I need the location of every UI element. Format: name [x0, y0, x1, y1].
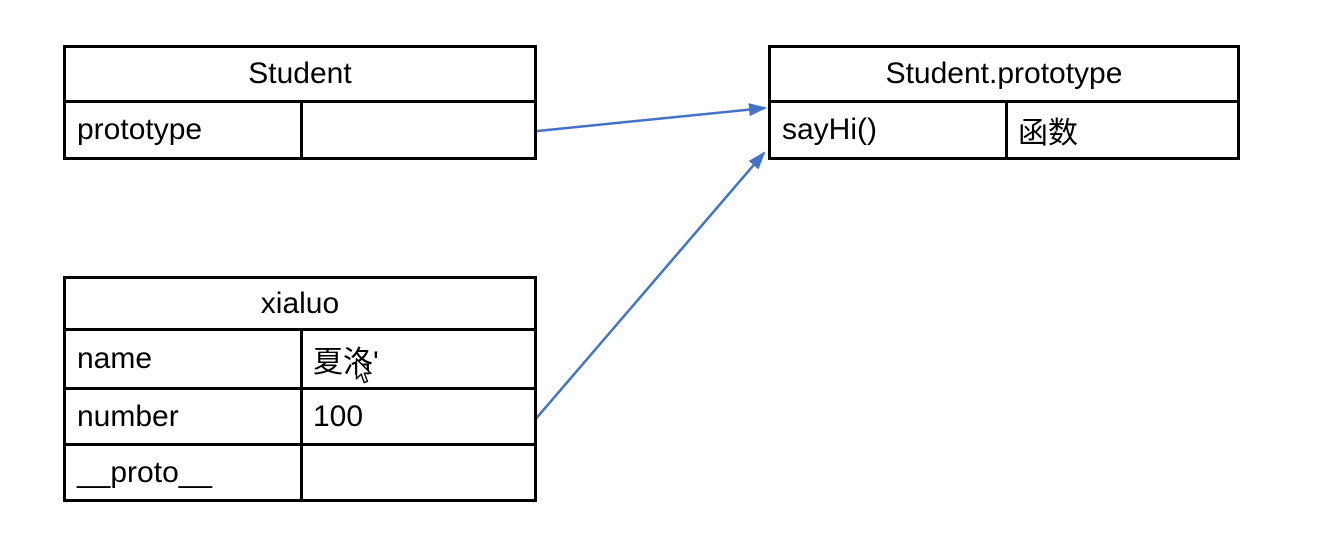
- table-row: name 夏洛': [66, 331, 534, 387]
- table-student-prototype-title: Student.prototype: [771, 48, 1237, 103]
- sayhi-key: sayHi(): [782, 113, 877, 146]
- sayhi-value: 函数: [1005, 103, 1237, 157]
- xialuo-number-value: 100: [300, 390, 534, 443]
- table-student: Student prototype: [63, 45, 537, 160]
- table-student-prototype: Student.prototype sayHi() 函数: [768, 45, 1240, 160]
- xialuo-proto-key: __proto__: [77, 455, 213, 489]
- table-row: number 100: [66, 387, 534, 443]
- xialuo-name-value: 夏洛': [300, 331, 534, 387]
- xialuo-proto-value: [300, 446, 534, 499]
- student-prototype-value: [300, 103, 534, 157]
- table-xialuo-title: xialuo: [66, 279, 534, 331]
- table-row: prototype: [66, 103, 534, 157]
- xialuo-number-key: number: [77, 399, 179, 433]
- xialuo-name-key: name: [77, 342, 153, 375]
- student-prototype-key: prototype: [77, 113, 203, 146]
- table-row: sayHi() 函数: [771, 103, 1237, 157]
- table-row: __proto__: [66, 443, 534, 499]
- table-xialuo: xialuo name 夏洛' number 100 __proto__: [63, 276, 537, 502]
- table-student-title: Student: [66, 48, 534, 103]
